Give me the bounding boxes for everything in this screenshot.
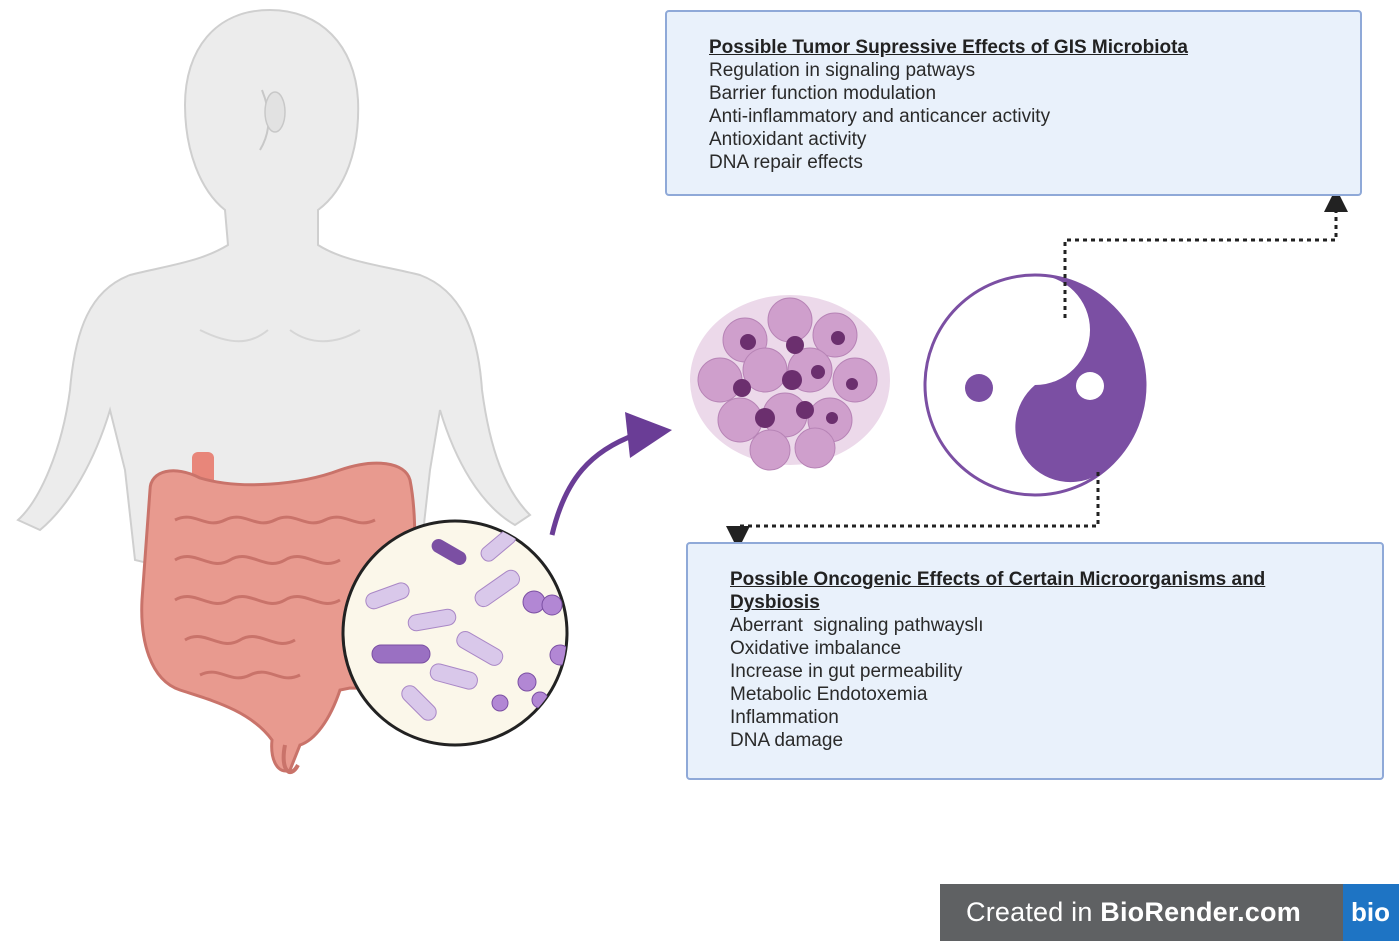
- tumor-cell-cluster-icon: [690, 295, 890, 471]
- bacteria-magnifier-icon: [341, 519, 569, 747]
- curved-arrow-icon: [549, 412, 672, 536]
- list-item: Antioxidant activity: [709, 129, 867, 150]
- badge-prefix: Created in: [966, 897, 1101, 927]
- dotted-connector-down: [726, 472, 1100, 550]
- list-item: Barrier function modulation: [709, 83, 937, 104]
- dotted-connector-up: [1063, 188, 1348, 318]
- list-item: Inflammation: [730, 707, 839, 728]
- list-item: Regulation in signaling patways: [709, 60, 976, 81]
- list-item: Anti-inflammatory and anticancer activit…: [709, 106, 1051, 127]
- list-item: DNA damage: [730, 730, 844, 751]
- list-item: DNA repair effects: [709, 152, 863, 173]
- tumor-suppressive-title: Possible Tumor Supressive Effects of GIS…: [709, 37, 1188, 58]
- intestine-icon: [140, 452, 417, 774]
- human-body-icon: [16, 8, 532, 602]
- oncogenic-effects-title: Possible Oncogenic Effects of Certain Mi…: [730, 569, 1266, 613]
- badge-text: Created in BioRender.com: [940, 897, 1301, 928]
- yin-yang-icon: [923, 273, 1147, 497]
- oncogenic-effects-box: Possible Oncogenic Effects of Certain Mi…: [686, 542, 1384, 780]
- badge-brand: BioRender.com: [1100, 897, 1301, 927]
- tumor-suppressive-box: Possible Tumor Supressive Effects of GIS…: [665, 10, 1362, 196]
- list-item: Aberrant signaling pathwayslı: [730, 615, 984, 636]
- biorender-badge[interactable]: Created in BioRender.com bio: [940, 884, 1399, 941]
- list-item: Increase in gut permeability: [730, 661, 963, 682]
- list-item: Oxidative imbalance: [730, 638, 902, 659]
- list-item: Metabolic Endotoxemia: [730, 684, 928, 705]
- biorender-logo-icon: bio: [1343, 884, 1399, 941]
